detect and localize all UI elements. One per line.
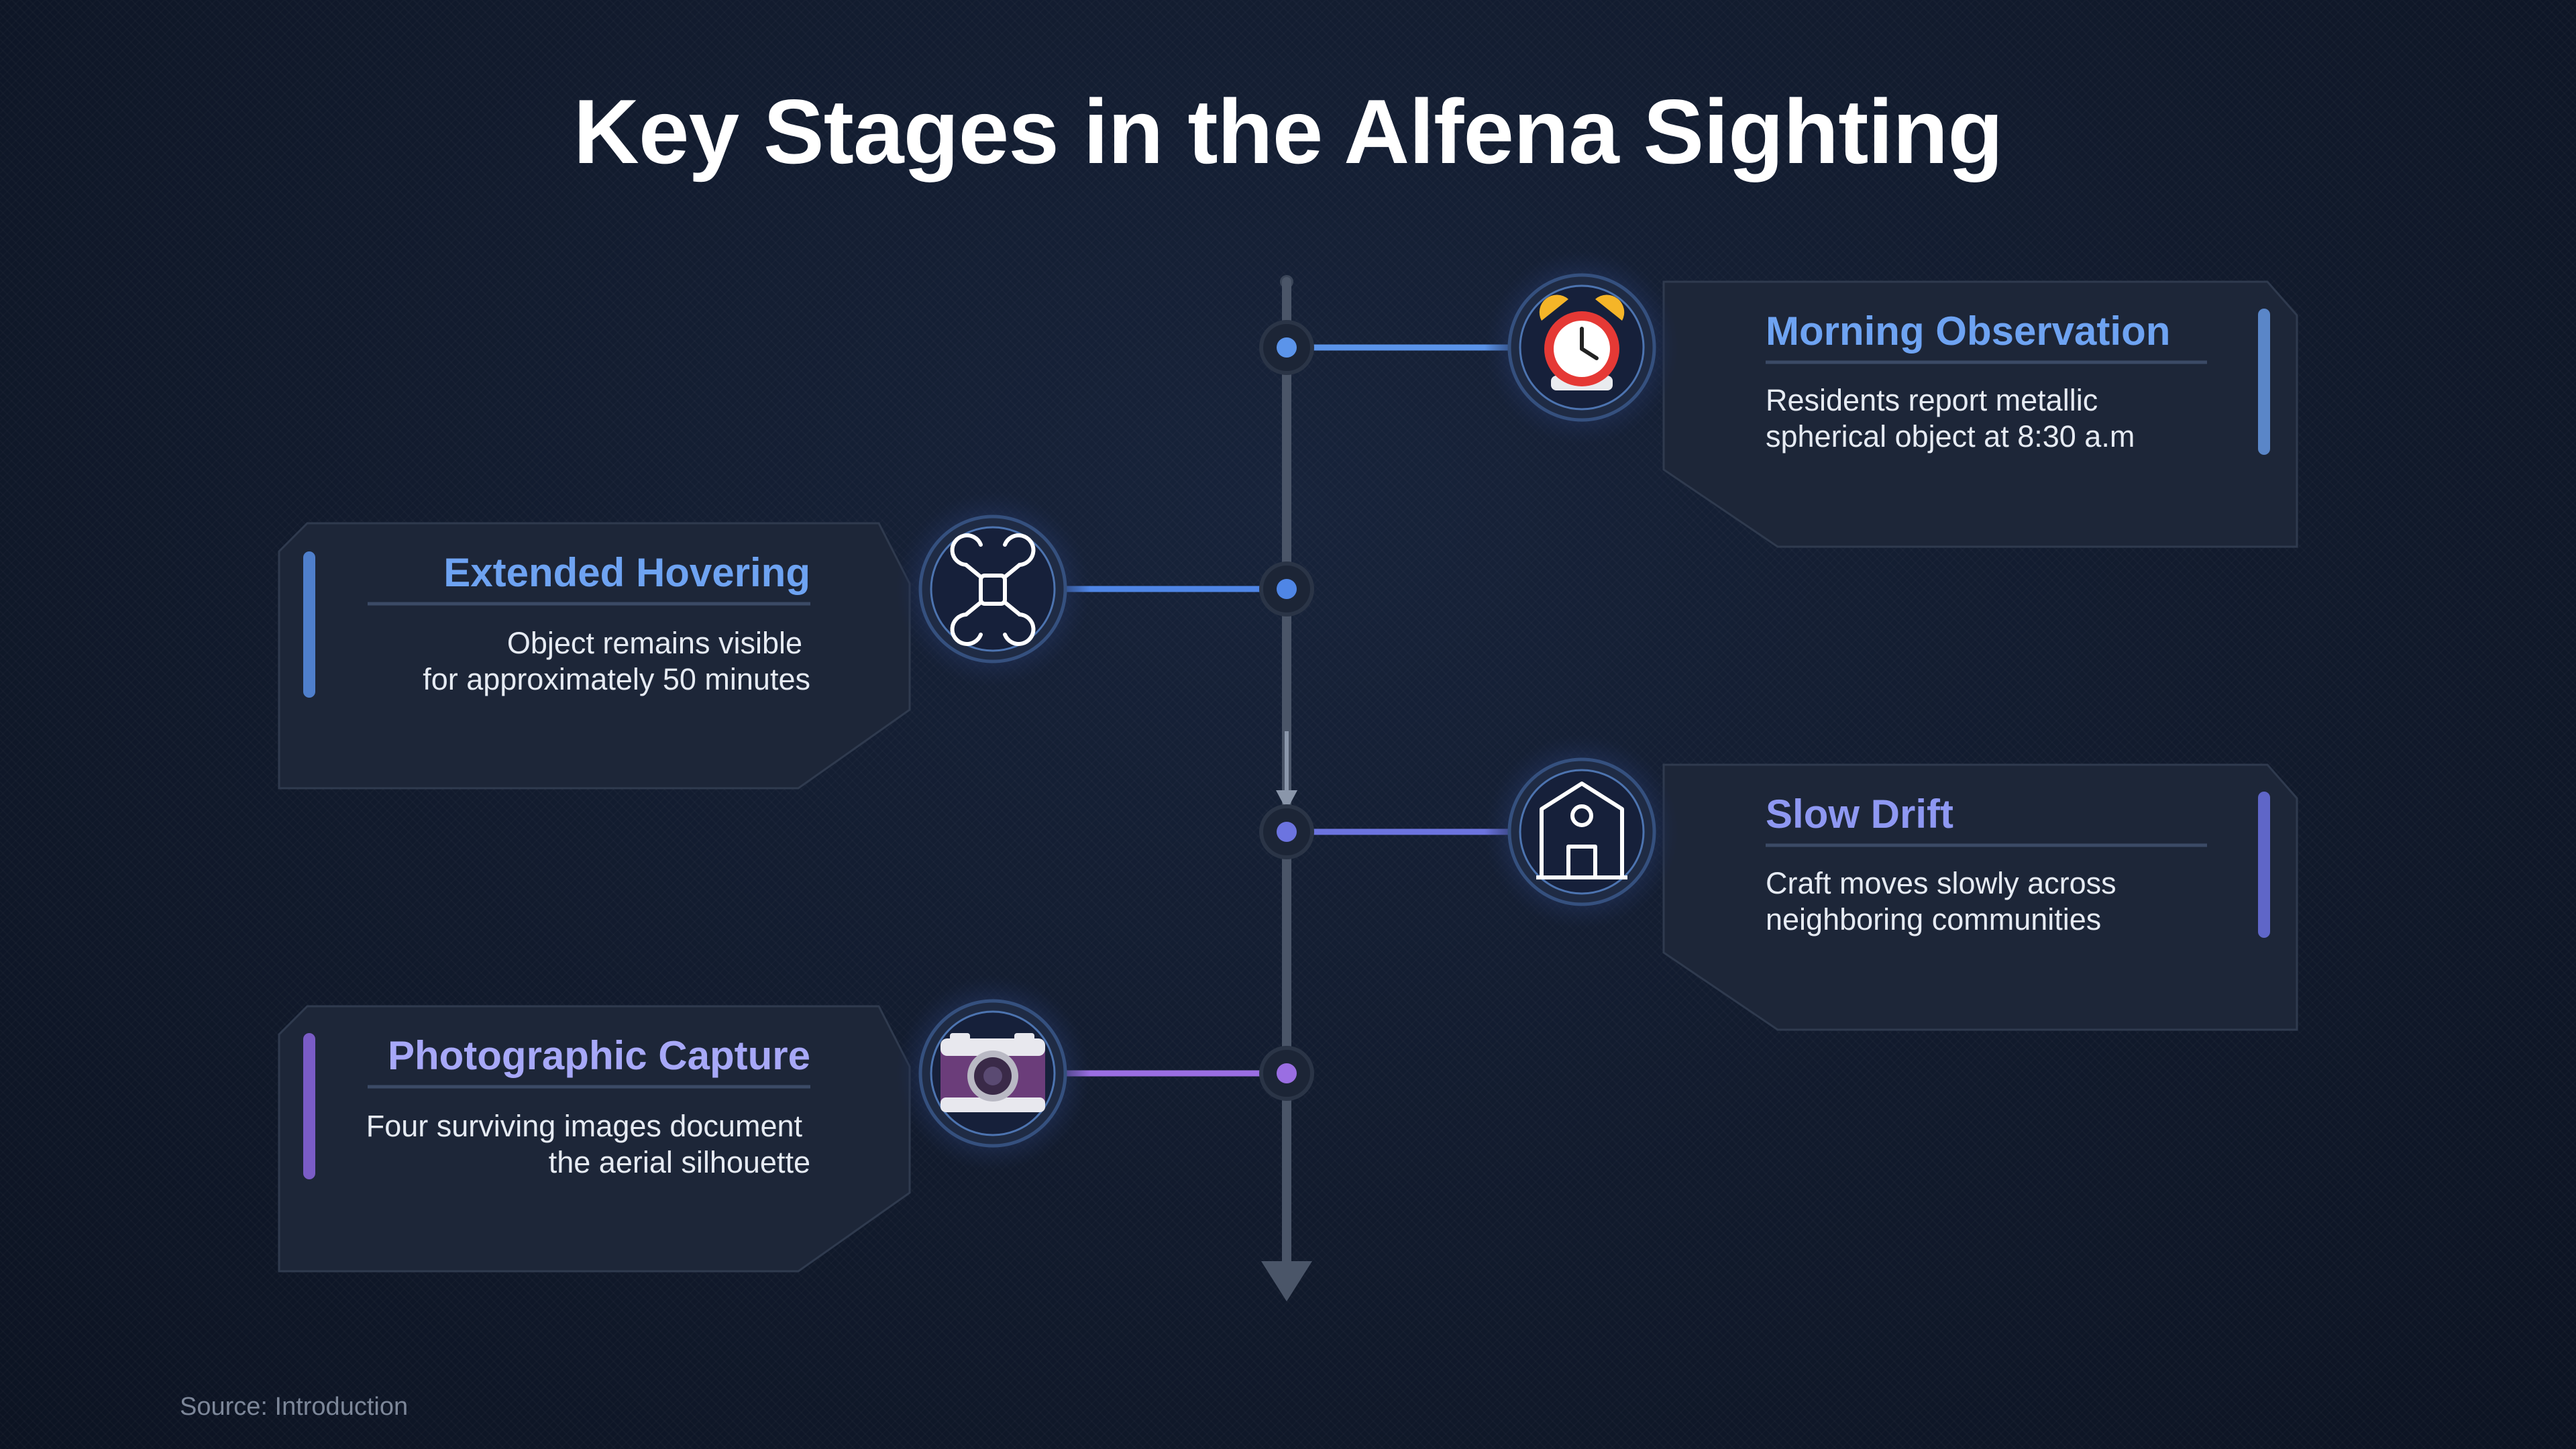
- accent-bar: [303, 1033, 315, 1179]
- stage-title: Extended Hovering: [443, 550, 810, 595]
- stage-slow-drift: Slow Drift Craft moves slowly across nei…: [1259, 735, 2298, 1031]
- drone-icon: [896, 492, 1090, 686]
- stage-title: Morning Observation: [1766, 309, 2170, 354]
- stage-photographic-capture: Photographic Capture Four surviving imag…: [278, 976, 1314, 1273]
- stage-desc-line-1: Four surviving images document: [366, 1109, 803, 1143]
- stage-card: [1662, 763, 2298, 1031]
- stage-title: Photographic Capture: [388, 1033, 810, 1078]
- accent-bar: [303, 551, 315, 698]
- barn-icon: [1485, 735, 1679, 929]
- axis-end-arrow: [1261, 1261, 1312, 1301]
- page-title: Key Stages in the Alfena Sighting: [573, 80, 2004, 182]
- stage-desc-line-2: the aerial silhouette: [549, 1145, 810, 1179]
- stage-desc-line-1: Object remains visible: [507, 626, 802, 660]
- stage-morning-observation: Morning Observation Residents report met…: [1259, 250, 2298, 548]
- stage-card: [278, 1005, 911, 1273]
- camera-icon: [896, 976, 1090, 1171]
- axis-mid-arrow: [1276, 790, 1297, 810]
- accent-bar: [2258, 309, 2270, 455]
- stage-card: [278, 522, 911, 790]
- stage-desc-line-2: neighboring communities: [1766, 902, 2101, 936]
- stage-desc-line-2: spherical object at 8:30 a.m: [1766, 419, 2135, 453]
- stage-extended-hovering: Extended Hovering Object remains visible…: [278, 492, 1314, 790]
- accent-bar: [2258, 792, 2270, 938]
- source-caption: Source: Introduction: [180, 1393, 409, 1421]
- timeline-axis: [1261, 275, 1312, 1301]
- stage-desc-line-1: Residents report metallic: [1766, 383, 2098, 417]
- stage-card: [1662, 280, 2298, 548]
- stage-title: Slow Drift: [1766, 792, 1953, 837]
- stage-desc-line-2: for approximately 50 minutes: [423, 662, 810, 696]
- stage-desc-line-1: Craft moves slowly across: [1766, 866, 2116, 900]
- alarm-clock-icon: [1485, 250, 1679, 445]
